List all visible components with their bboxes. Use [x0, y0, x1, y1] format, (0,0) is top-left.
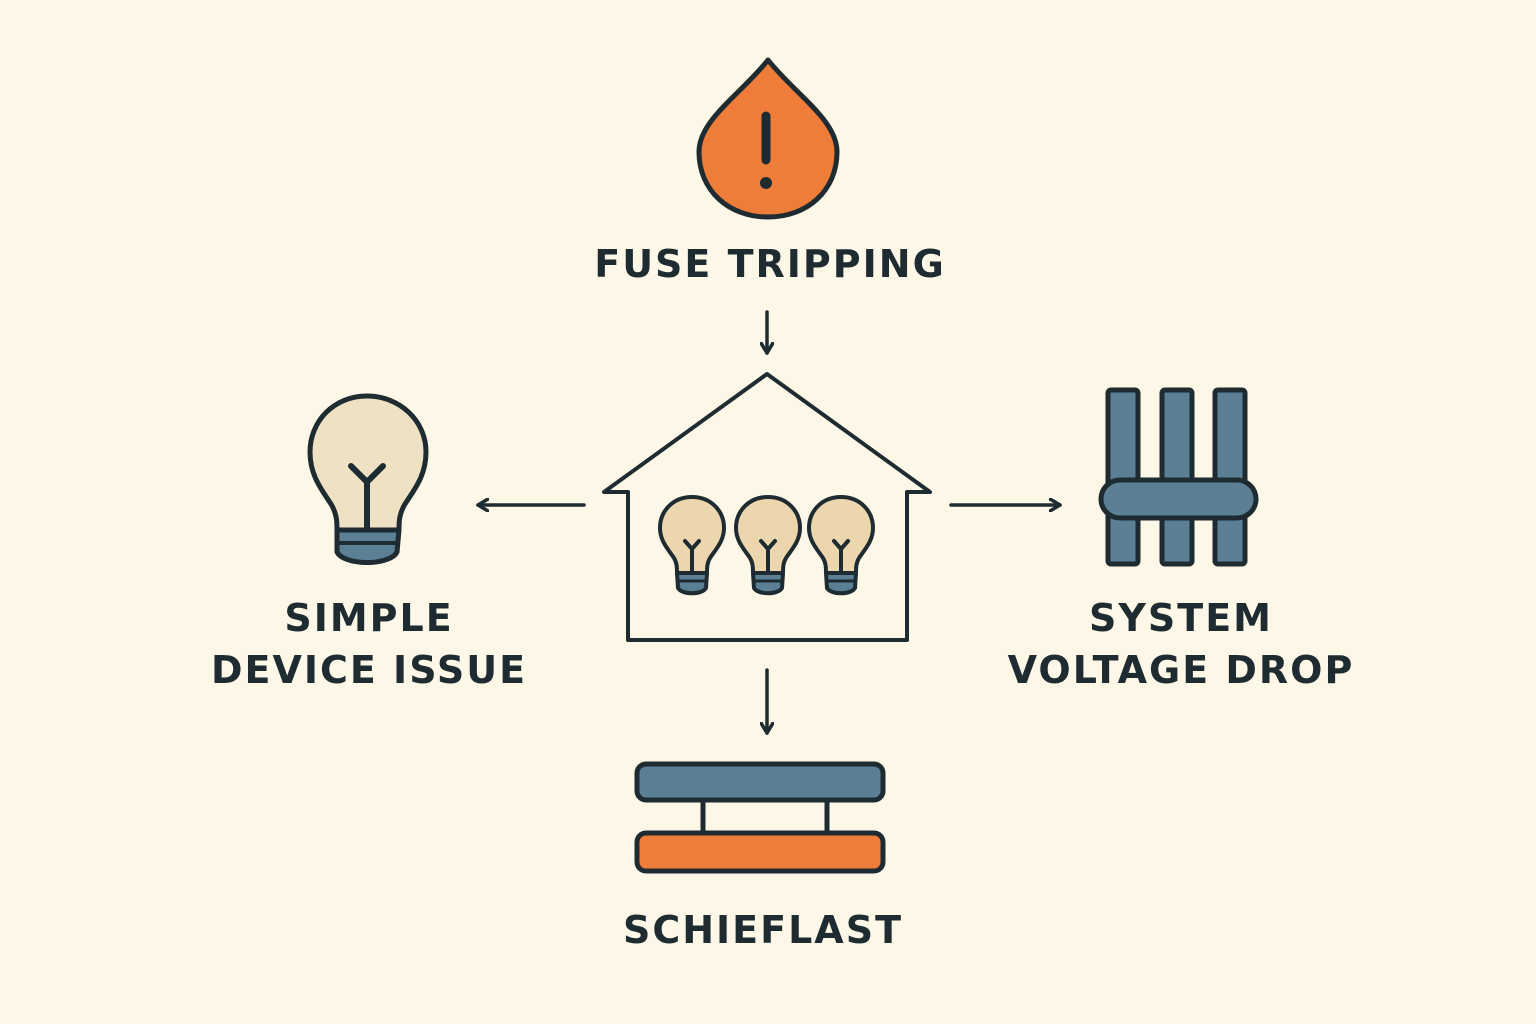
- house-bulb-icon: [734, 495, 802, 596]
- system-voltage-drop-line2: VOLTAGE DROP: [1007, 648, 1355, 692]
- warning-drop-icon: [696, 57, 840, 220]
- house-with-bulbs-icon: [602, 372, 932, 642]
- house-bulb-icon: [658, 495, 726, 596]
- light-bulb-icon: [307, 393, 429, 565]
- house-bulb-icon: [807, 495, 875, 596]
- schieflast-label: SCHIEFLAST: [622, 908, 904, 952]
- fuse-tripping-label: FUSE TRIPPING: [594, 242, 946, 286]
- simple-device-issue-line2: DEVICE ISSUE: [210, 648, 528, 692]
- busbar-icon: [1098, 387, 1259, 567]
- system-voltage-drop-line1: SYSTEM: [1089, 596, 1273, 640]
- simple-device-issue-label: SIMPLE DEVICE ISSUE: [189, 592, 549, 696]
- unbalanced-load-icon: [634, 761, 886, 874]
- simple-device-issue-line1: SIMPLE: [284, 596, 454, 640]
- system-voltage-drop-label: SYSTEM VOLTAGE DROP: [986, 592, 1376, 696]
